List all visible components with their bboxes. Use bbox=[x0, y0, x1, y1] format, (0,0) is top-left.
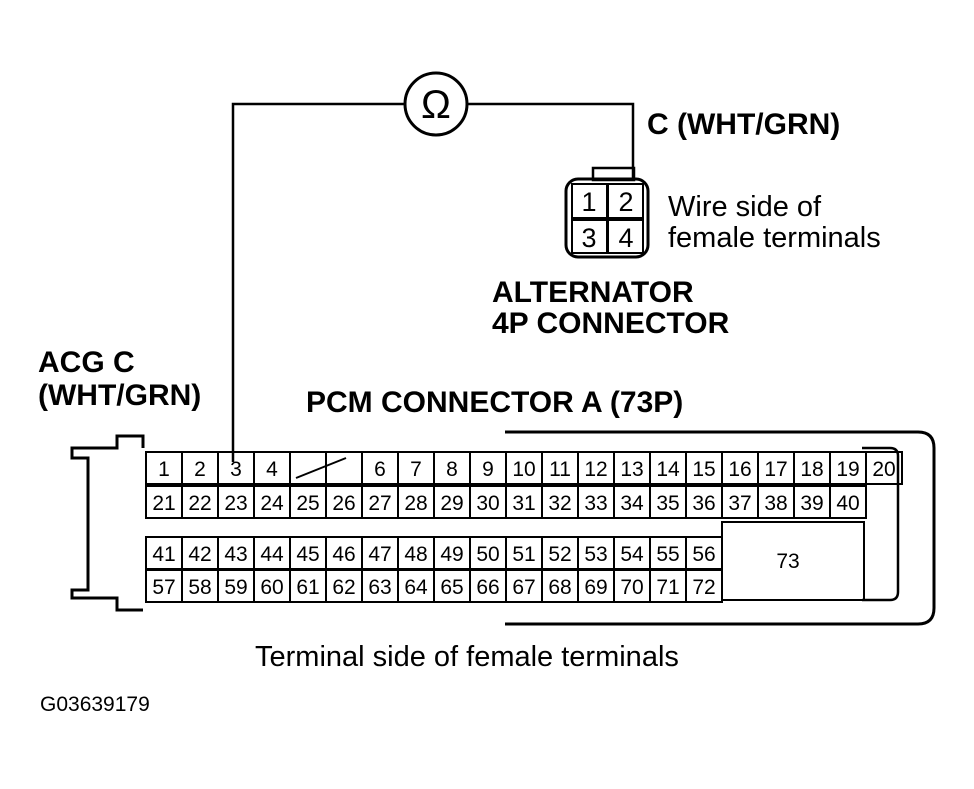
pcm-pin-18: 18 bbox=[800, 458, 823, 481]
pcm-pin-31: 31 bbox=[512, 492, 535, 515]
pcm-pin-2: 2 bbox=[194, 458, 206, 481]
pcm-pin-cell bbox=[829, 485, 867, 519]
pcm-pin-58: 58 bbox=[188, 576, 211, 599]
pcm-pin-37: 37 bbox=[728, 492, 751, 515]
pcm-pin-16: 16 bbox=[728, 458, 751, 481]
pcm-pin-cell bbox=[865, 451, 903, 485]
alt-pin-2: 2 bbox=[618, 187, 633, 217]
pcm-pin-7: 7 bbox=[410, 458, 422, 481]
pcm-pin-69: 69 bbox=[584, 576, 607, 599]
pcm-pin-46: 46 bbox=[332, 543, 355, 566]
pcm-pin-68: 68 bbox=[548, 576, 571, 599]
pcm-pin-57: 57 bbox=[152, 576, 175, 599]
pcm-pin-22: 22 bbox=[188, 492, 211, 515]
pcm-pin-63: 63 bbox=[368, 576, 391, 599]
terminal-side-label: Terminal side of female terminals bbox=[255, 641, 679, 673]
pcm-pin-21: 21 bbox=[152, 492, 175, 515]
pcm-pin-72: 72 bbox=[692, 576, 715, 599]
acg-label-1: ACG C bbox=[38, 346, 135, 379]
pcm-pin-10: 10 bbox=[512, 458, 535, 481]
ohm-symbol: Ω bbox=[421, 83, 451, 127]
pcm-pin-38: 38 bbox=[764, 492, 787, 515]
pcm-pin-47: 47 bbox=[368, 543, 391, 566]
pcm-pin-8: 8 bbox=[446, 458, 458, 481]
pcm-pin-60: 60 bbox=[260, 576, 283, 599]
pcm-pin-55: 55 bbox=[656, 543, 679, 566]
pcm-pin-29: 29 bbox=[440, 492, 463, 515]
pcm-pin-73: 73 bbox=[776, 550, 799, 573]
pcm-pin-4: 4 bbox=[266, 458, 278, 481]
pcm-pin-54: 54 bbox=[620, 543, 644, 566]
pcm-pin-20: 20 bbox=[872, 458, 895, 481]
pcm-pin-62: 62 bbox=[332, 576, 355, 599]
pcm-pin-52: 52 bbox=[548, 543, 571, 566]
pcm-pin-26: 26 bbox=[332, 492, 355, 515]
pcm-pin-35: 35 bbox=[656, 492, 679, 515]
pcm-pin-67: 67 bbox=[512, 576, 535, 599]
pcm-pin-40: 40 bbox=[836, 492, 859, 515]
alt-pin-3: 3 bbox=[581, 223, 596, 253]
pcm-pin-36: 36 bbox=[692, 492, 715, 515]
pcm-pin-15: 15 bbox=[692, 458, 715, 481]
pcm-pin-11: 11 bbox=[549, 458, 571, 481]
pcm-pin-61: 61 bbox=[296, 576, 319, 599]
pcm-pin-33: 33 bbox=[584, 492, 607, 515]
pcm-pin-23: 23 bbox=[224, 492, 247, 515]
pcm-pin-65: 65 bbox=[440, 576, 463, 599]
pcm-pin-3: 3 bbox=[230, 458, 242, 481]
pcm-title: PCM CONNECTOR A (73P) bbox=[306, 386, 683, 419]
pcm-pin-blank-mark bbox=[295, 457, 347, 479]
pcm-pin-51: 51 bbox=[512, 543, 535, 566]
pcm-pin-44: 44 bbox=[260, 543, 284, 566]
wire-side-label-2: female terminals bbox=[668, 222, 881, 254]
wire-side-label-1: Wire side of bbox=[668, 191, 822, 223]
alt-pin-1: 1 bbox=[581, 187, 596, 217]
pcm-pin-25: 25 bbox=[296, 492, 319, 515]
meter-lead-wire bbox=[231, 102, 635, 462]
pcm-pin-71: 71 bbox=[656, 576, 679, 599]
pcm-pin-70: 70 bbox=[620, 576, 643, 599]
pcm-pin-13: 13 bbox=[620, 458, 643, 481]
pcm-pin-42: 42 bbox=[188, 543, 211, 566]
c-wire-label: C (WHT/GRN) bbox=[647, 108, 840, 141]
ohmmeter: Ω bbox=[403, 71, 469, 137]
pcm-pin-50: 50 bbox=[476, 543, 499, 566]
pcm-pin-66: 66 bbox=[476, 576, 499, 599]
pcm-pin-56: 56 bbox=[692, 543, 715, 566]
alt-pin-4: 4 bbox=[618, 223, 633, 253]
pcm-pin-43: 43 bbox=[224, 543, 247, 566]
pcm-pin-24: 24 bbox=[260, 492, 284, 515]
pcm-pin-30: 30 bbox=[476, 492, 499, 515]
pcm-pin-32: 32 bbox=[548, 492, 571, 515]
pcm-pin-34: 34 bbox=[620, 492, 644, 515]
pcm-pin-1: 1 bbox=[158, 458, 170, 481]
pcm-pin-9: 9 bbox=[482, 458, 494, 481]
pcm-pin-59: 59 bbox=[224, 576, 247, 599]
pcm-pin-64: 64 bbox=[404, 576, 428, 599]
pcm-pin-39: 39 bbox=[800, 492, 823, 515]
pcm-pin-14: 14 bbox=[656, 458, 680, 481]
pcm-pin-6: 6 bbox=[374, 458, 386, 481]
pcm-pin-12: 12 bbox=[584, 458, 607, 481]
pcm-pin-cell bbox=[325, 451, 363, 485]
acg-label-2: (WHT/GRN) bbox=[38, 379, 201, 412]
pcm-pin-28: 28 bbox=[404, 492, 427, 515]
alternator-connector: 1 2 3 4 bbox=[564, 166, 650, 259]
alternator-label-1: ALTERNATOR bbox=[492, 276, 694, 309]
alternator-label-2: 4P CONNECTOR bbox=[492, 307, 730, 340]
figure-id: G03639179 bbox=[40, 693, 150, 716]
pcm-pin-17: 17 bbox=[764, 458, 787, 481]
pcm-pin-27: 27 bbox=[368, 492, 391, 515]
pcm-pin-41: 41 bbox=[152, 543, 175, 566]
pcm-pin-49: 49 bbox=[440, 543, 463, 566]
pcm-pin-45: 45 bbox=[296, 543, 319, 566]
pcm-pin-53: 53 bbox=[584, 543, 607, 566]
pcm-pin-19: 19 bbox=[836, 458, 859, 481]
pcm-pin-48: 48 bbox=[404, 543, 427, 566]
